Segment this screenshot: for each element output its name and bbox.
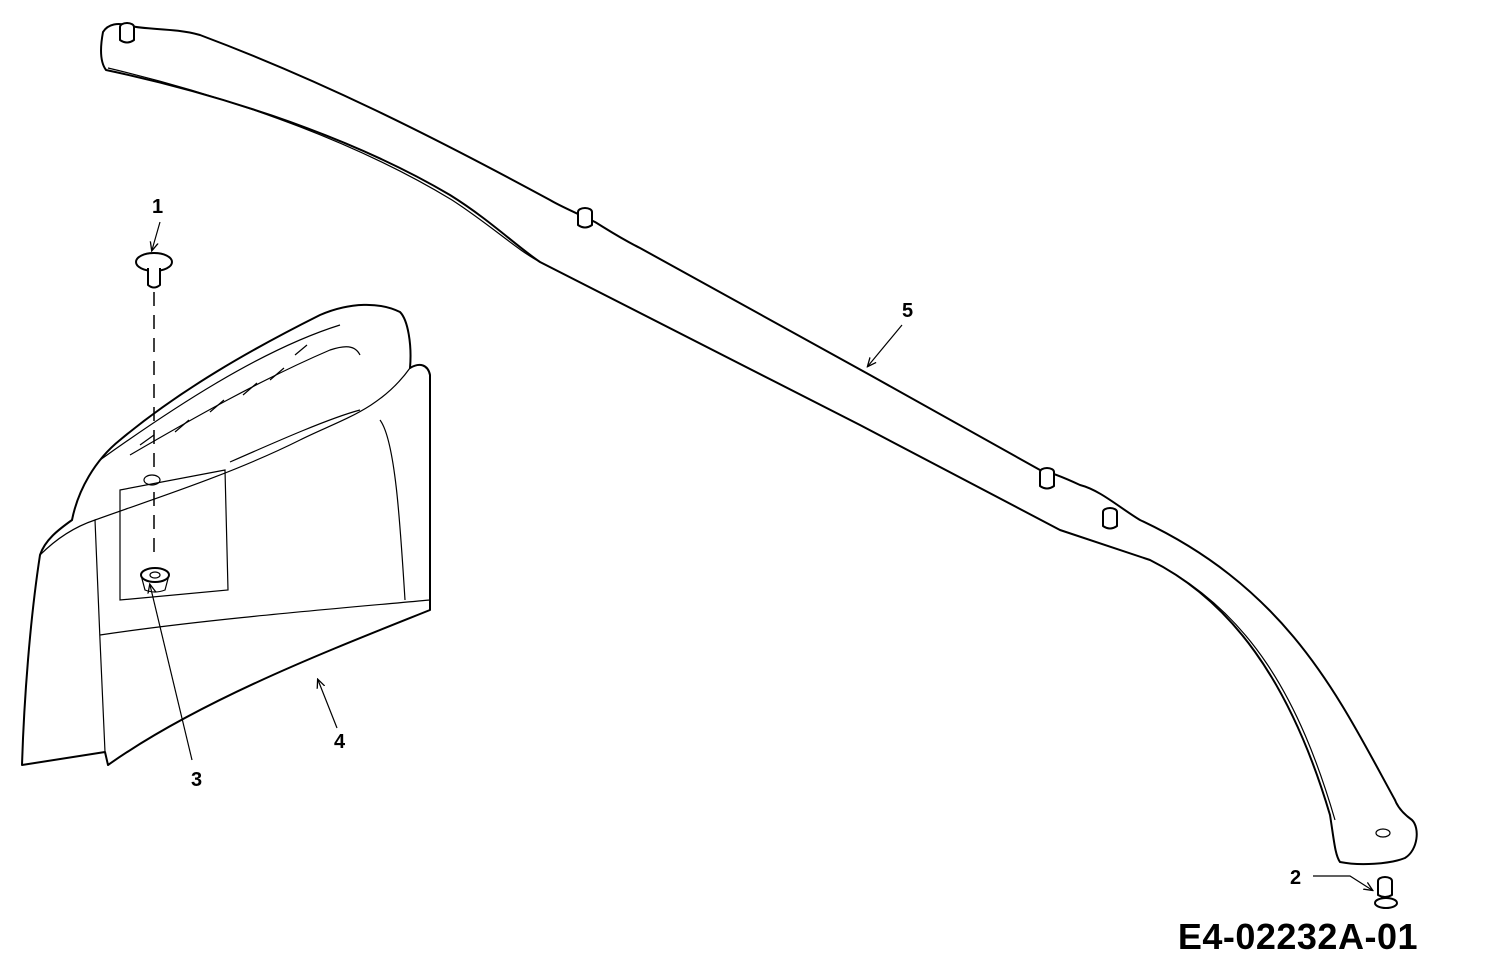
leader-4	[318, 680, 338, 729]
cover-screw-hole	[143, 474, 161, 486]
callout-2: 2	[1290, 867, 1301, 889]
part-5-belt-cover-strip	[100, 22, 1418, 866]
leader-3	[150, 585, 193, 761]
part-4-cover	[21, 303, 431, 766]
strip-end-hole	[1375, 828, 1391, 838]
part-2-screw	[1374, 876, 1398, 909]
leader-1	[152, 221, 161, 250]
strip-boss-mid	[577, 207, 593, 229]
callout-4: 4	[334, 731, 346, 753]
leader-5	[868, 324, 903, 366]
drawing-code: E4-02232A-01	[1177, 916, 1418, 957]
part-3-grommet	[140, 567, 170, 593]
callout-5: 5	[902, 300, 913, 322]
callout-1: 1	[152, 196, 163, 218]
strip-boss-right-1	[1039, 467, 1055, 490]
part-1-push-rivet	[135, 252, 173, 289]
leader-2	[1313, 875, 1372, 890]
callout-3: 3	[191, 769, 202, 791]
strip-boss-right-2	[1102, 507, 1118, 530]
strip-boss-top	[119, 22, 135, 44]
